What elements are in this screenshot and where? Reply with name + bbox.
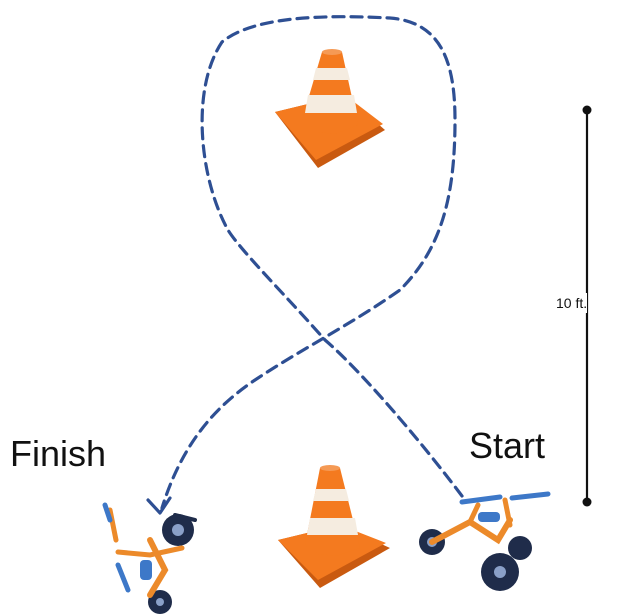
tricycle-start-icon [419,494,548,591]
start-label: Start [469,425,545,467]
tricycle-finish-icon [105,505,195,614]
traffic-cone-bottom-icon [278,465,390,588]
scale-distance-label: 10 ft. [556,293,587,313]
path-arrowhead-icon [148,498,170,513]
finish-label: Finish [10,433,106,475]
traffic-cone-top-icon [275,49,385,168]
